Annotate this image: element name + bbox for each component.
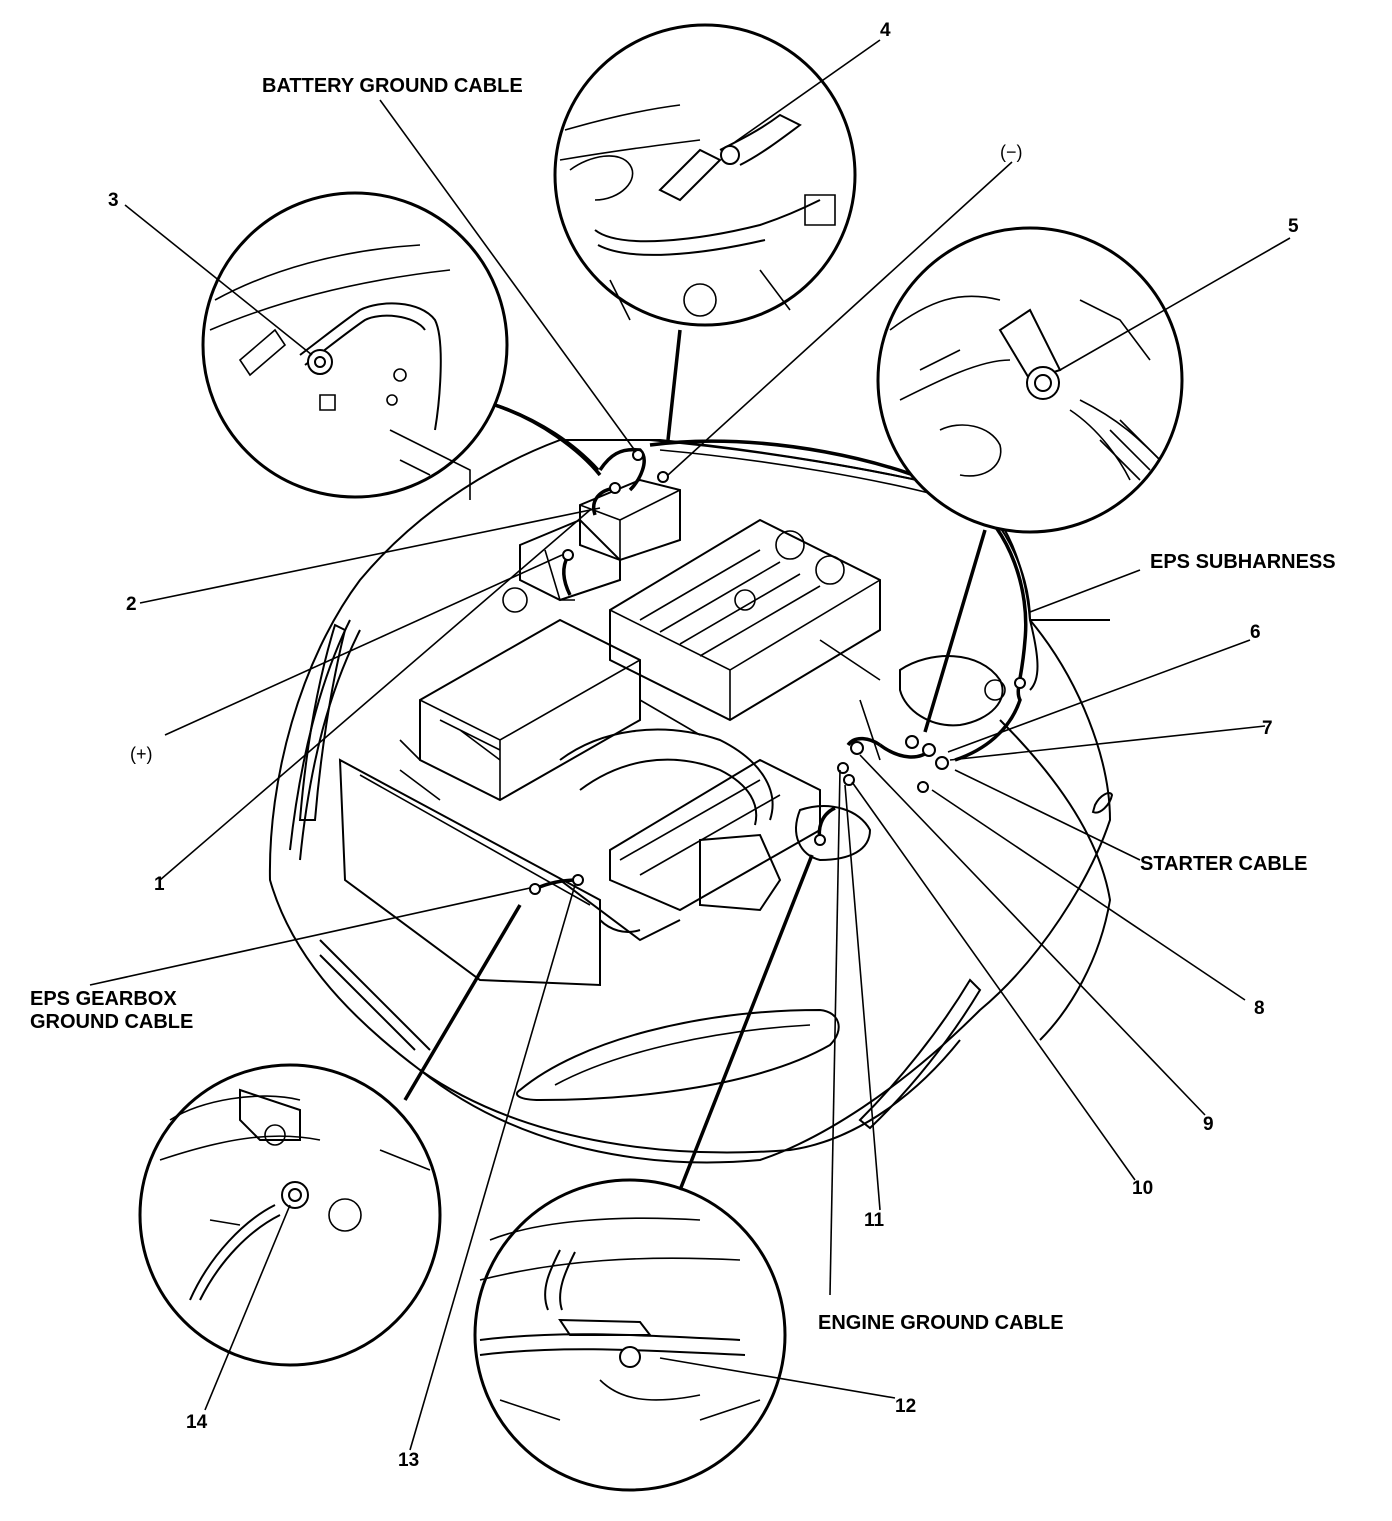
callout-11: 11 <box>864 1210 885 1231</box>
label-eps-subharness: EPS SUBHARNESS <box>1150 551 1336 573</box>
callout-10: 10 <box>1132 1178 1153 1199</box>
callout-2: 2 <box>126 594 137 615</box>
callout-12: 12 <box>895 1396 916 1417</box>
callout-13: 13 <box>398 1450 419 1471</box>
callout-6: 6 <box>1250 622 1261 643</box>
label-negative-terminal: (−) <box>1000 142 1023 162</box>
callout-7: 7 <box>1262 718 1273 739</box>
text-labels: BATTERY GROUND CABLE (−) (+) EPS SUBHARN… <box>30 20 1336 1471</box>
callout-8: 8 <box>1254 998 1265 1019</box>
label-eps-gearbox-ground-cable-1: EPS GEARBOX <box>30 988 177 1010</box>
callout-9: 9 <box>1203 1114 1214 1135</box>
callout-5: 5 <box>1288 216 1299 237</box>
detail-circle-5 <box>876 226 1184 534</box>
label-eps-gearbox-ground-cable-2: GROUND CABLE <box>30 1011 193 1033</box>
label-battery-ground-cable: BATTERY GROUND CABLE <box>262 75 523 97</box>
label-starter-cable: STARTER CABLE <box>1140 853 1307 875</box>
detail-arrows <box>403 329 987 1191</box>
car-body <box>268 439 1114 1164</box>
label-engine-ground-cable: ENGINE GROUND CABLE <box>818 1312 1064 1334</box>
engine-bay <box>399 478 1006 942</box>
detail-circle-14 <box>138 1063 442 1367</box>
callout-4: 4 <box>880 20 891 41</box>
label-positive-terminal: (+) <box>130 744 153 764</box>
callout-3: 3 <box>108 190 119 211</box>
callout-1: 1 <box>154 874 165 895</box>
detail-circle-4 <box>553 23 857 327</box>
ground-points <box>529 449 1026 895</box>
detail-circle-3 <box>201 191 509 500</box>
callout-14: 14 <box>186 1412 208 1433</box>
detail-circle-12 <box>473 1178 787 1492</box>
leader-lines <box>89 39 1291 1451</box>
